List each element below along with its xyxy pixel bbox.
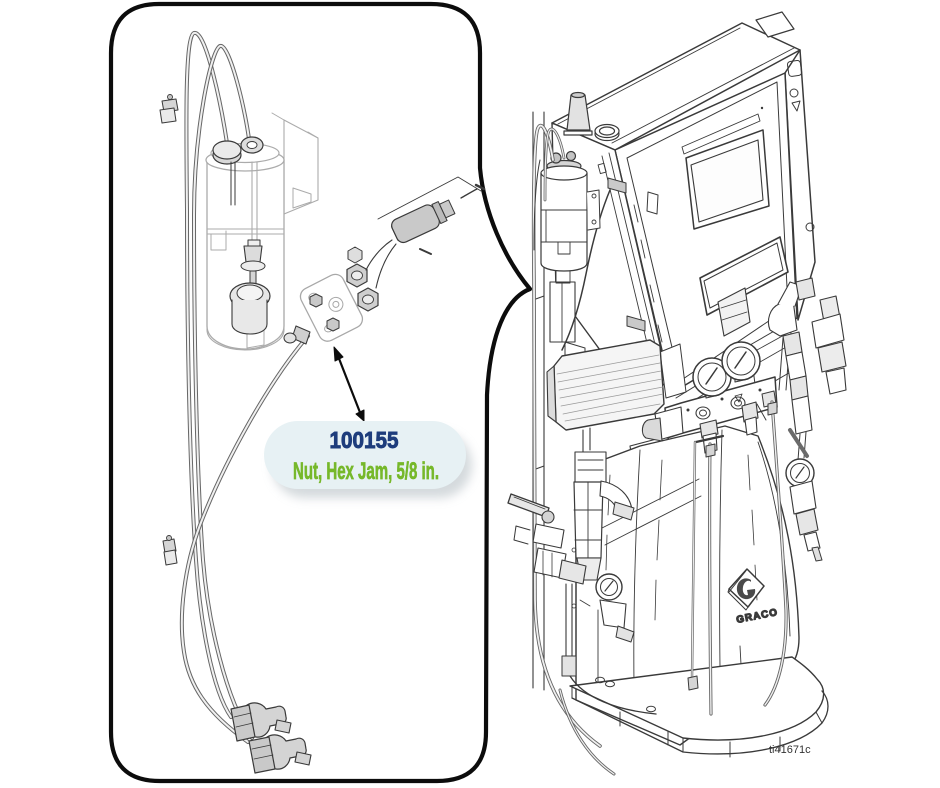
svg-text:Nut, Hex Jam, 5/8 in.: Nut, Hex Jam, 5/8 in. — [293, 458, 439, 485]
svg-text:ti41671c: ti41671c — [769, 744, 811, 756]
svg-text:100155: 100155 — [330, 427, 399, 453]
